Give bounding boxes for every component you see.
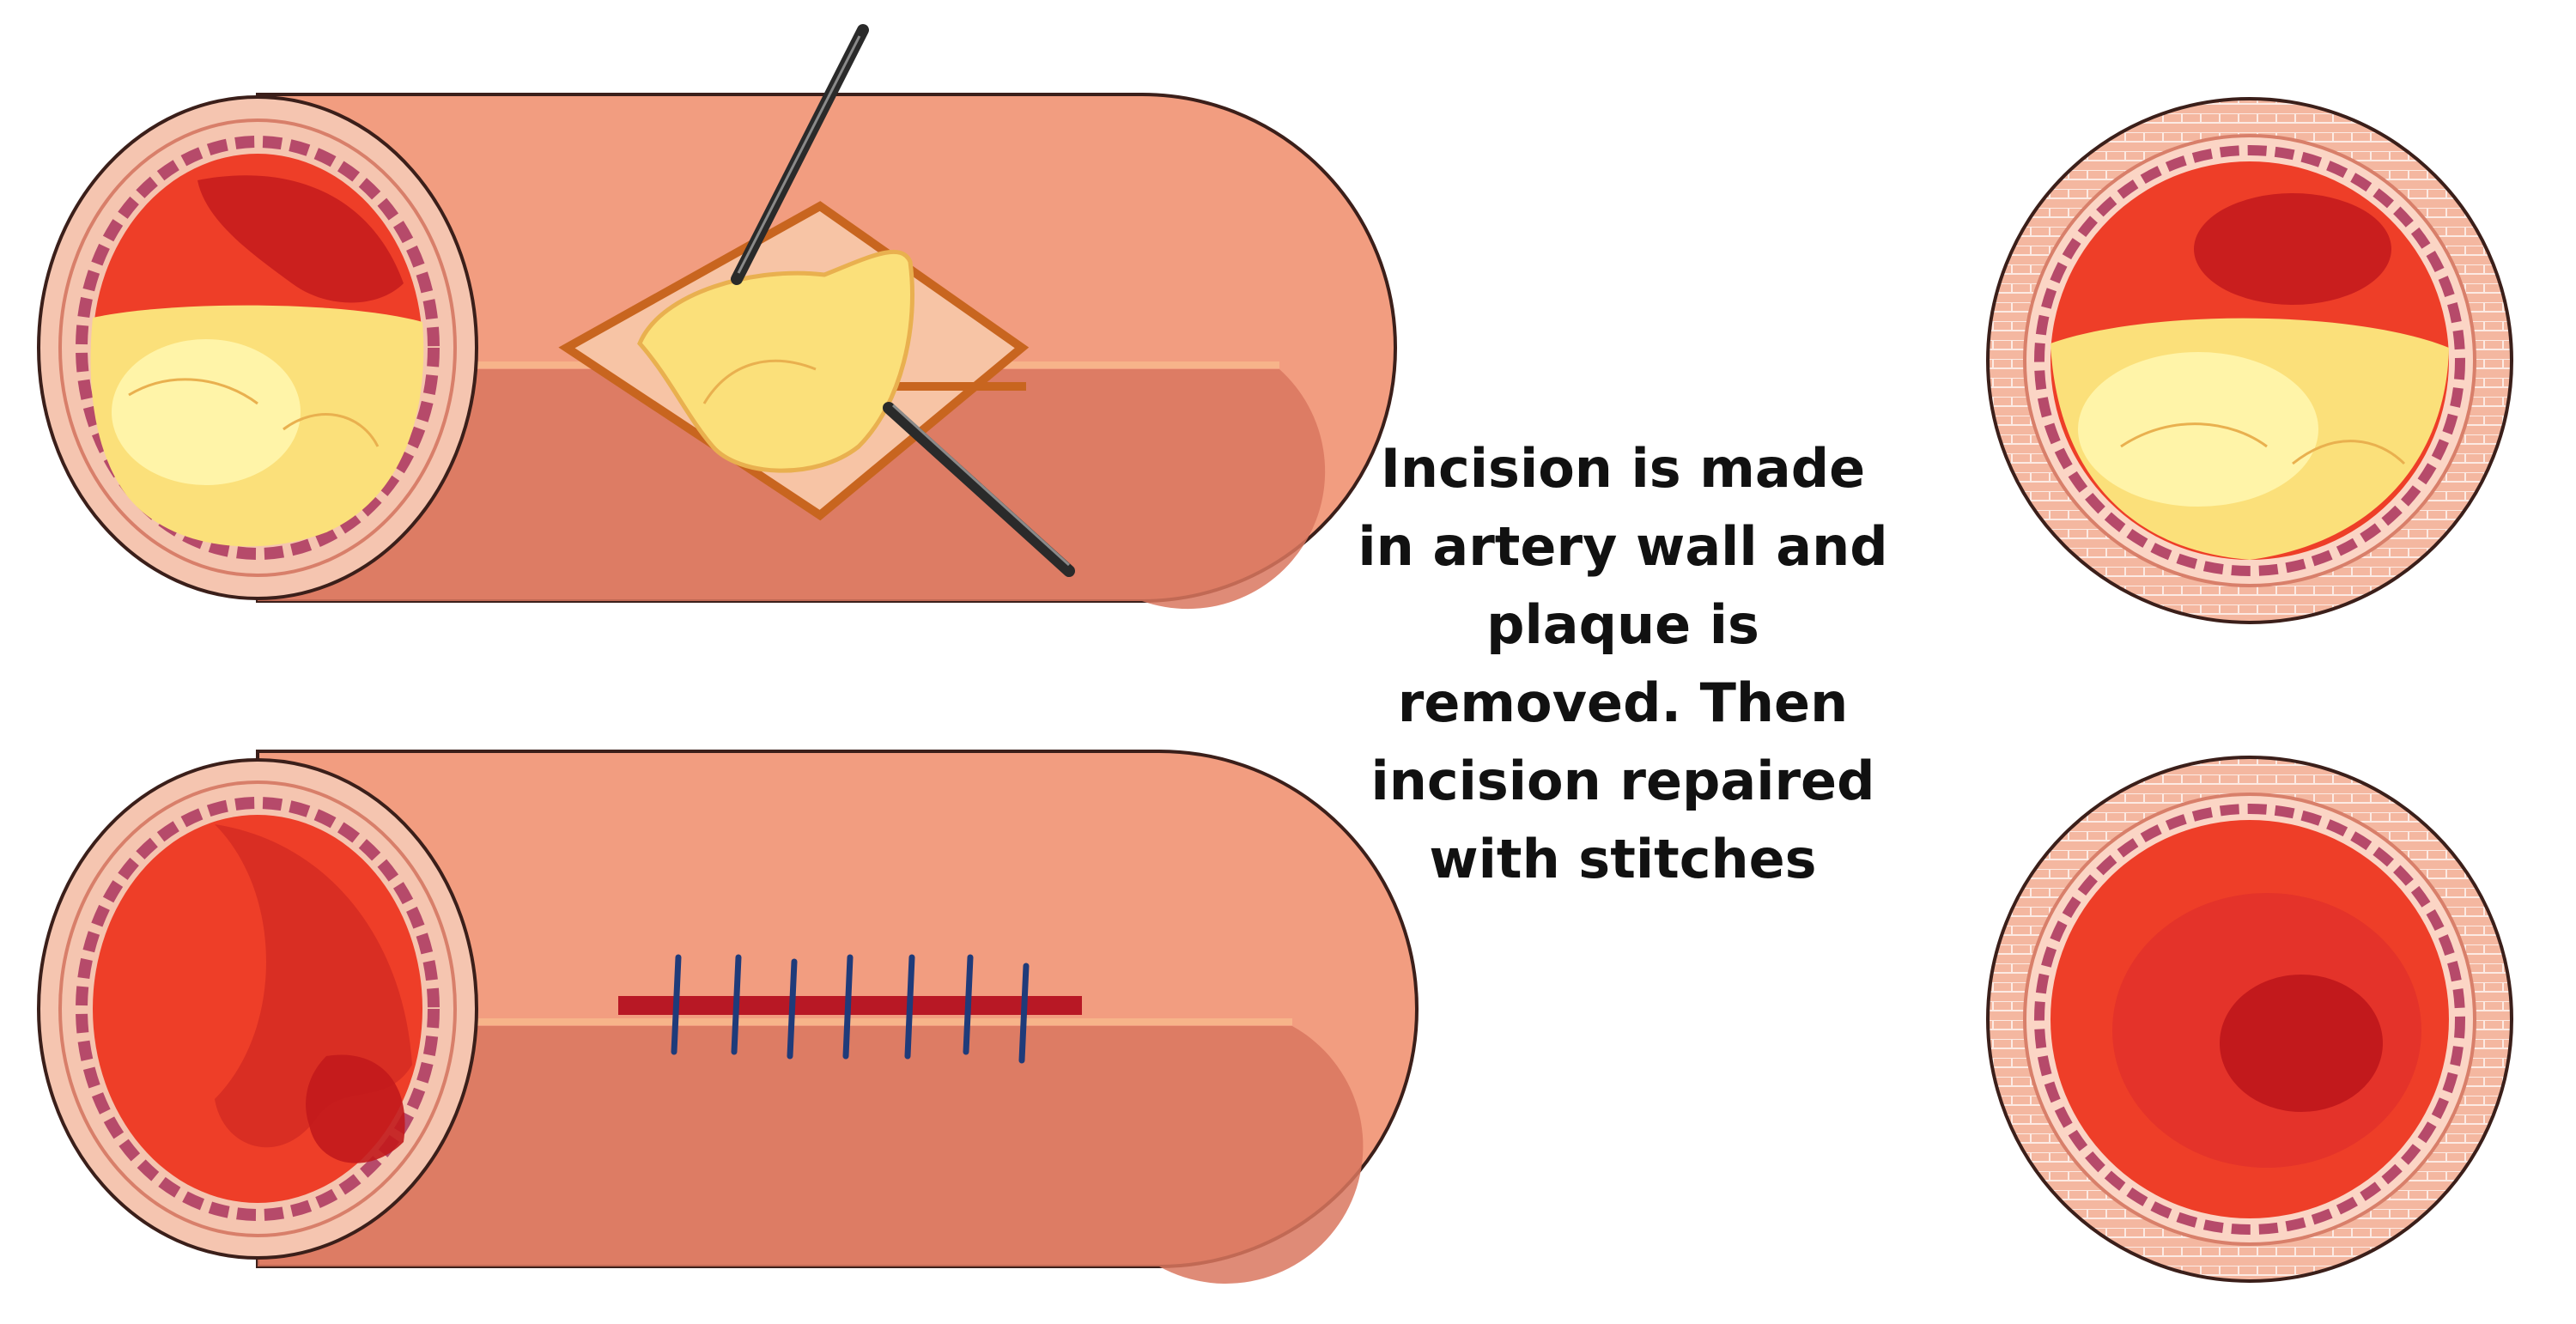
stitch	[842, 954, 854, 1060]
artery-cross-section-clear-icon	[1986, 756, 2513, 1283]
stitch	[1018, 963, 1030, 1064]
artery-with-plaque-incision-icon	[37, 24, 1397, 610]
stitch	[731, 954, 742, 1055]
stitches	[671, 954, 1030, 1064]
stitch	[904, 954, 915, 1060]
artery-stitched-icon	[37, 750, 1419, 1284]
caption-line: in artery wall and	[1358, 515, 1888, 578]
stitch	[963, 954, 974, 1055]
stitch	[787, 958, 798, 1060]
cross-section-end-bottom	[37, 758, 478, 1260]
caption-line: plaque is	[1486, 593, 1759, 656]
stitch	[671, 954, 682, 1055]
caption-line: Incision is made	[1380, 437, 1866, 500]
scalpel-icon	[883, 402, 1075, 577]
procedure-caption: Incision is made in artery wall and plaq…	[1288, 429, 1958, 898]
caption-line: incision repaired	[1370, 750, 1875, 812]
caption-line: with stitches	[1429, 828, 1817, 890]
caption-line: removed. Then	[1397, 671, 1849, 734]
artery-cross-section-plaque-icon	[1986, 97, 2513, 624]
cross-section-end-top	[37, 95, 478, 600]
